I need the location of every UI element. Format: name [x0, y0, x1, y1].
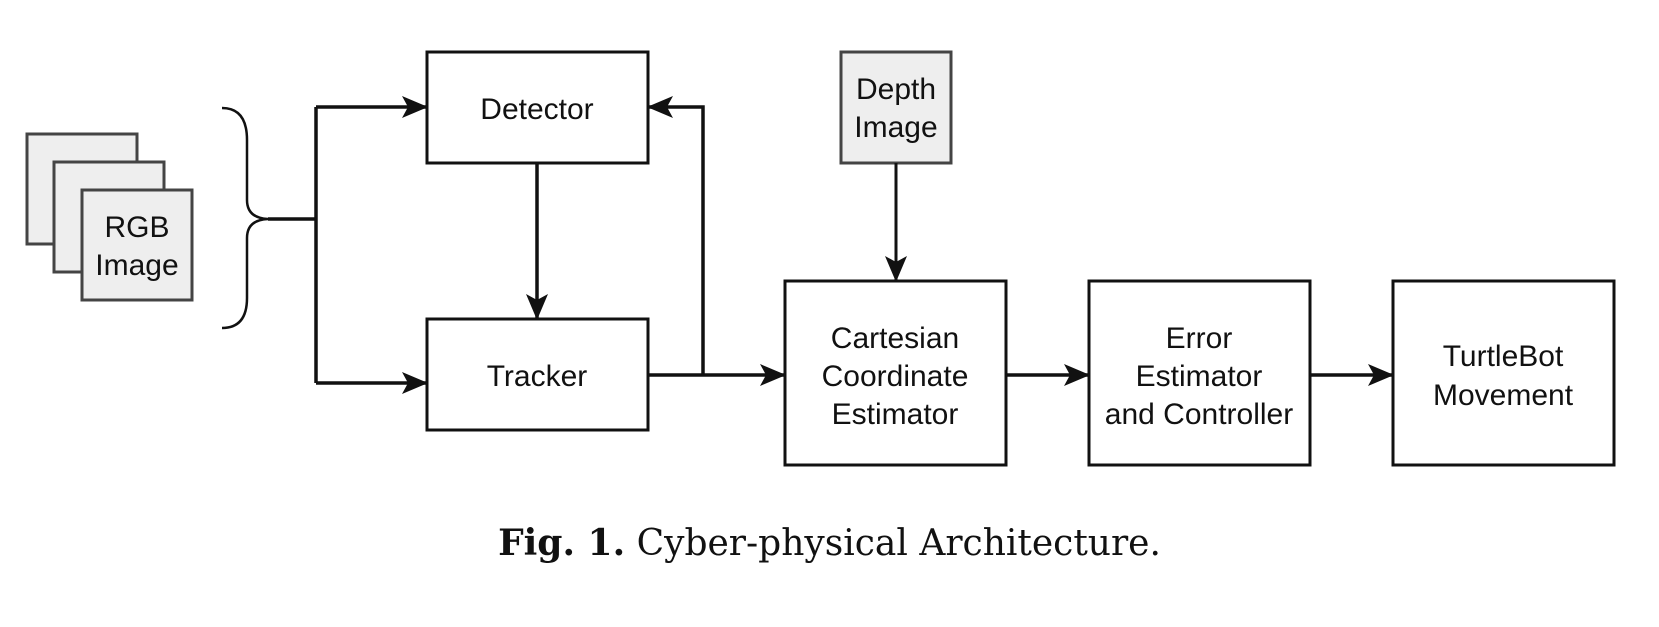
rgb-image-frame-front	[80, 188, 194, 302]
split-connector	[268, 96, 428, 394]
cartesian-label-line3: Estimator	[832, 398, 959, 431]
detector-block: Detector	[425, 50, 650, 165]
rgb-image-label-line2: Image	[95, 249, 178, 282]
turtlebot-block: TurtleBot Movement	[1391, 279, 1616, 467]
depth-image-label-line2: Image	[854, 111, 937, 144]
arrow-feedback-to-detector	[647, 96, 705, 375]
error-label-line1: Error	[1166, 322, 1233, 355]
cartesian-label-line2: Coordinate	[822, 360, 969, 393]
detector-label: Detector	[480, 93, 593, 126]
error-label-line2: Estimator	[1136, 360, 1263, 393]
rgb-image-stack: RGB Image	[25, 132, 194, 302]
tracker-output-connector	[647, 96, 786, 386]
depth-image-block: Depth Image	[839, 50, 953, 165]
turtlebot-label-line1: TurtleBot	[1443, 340, 1564, 373]
tracker-block: Tracker	[425, 317, 650, 432]
tracker-label: Tracker	[487, 360, 588, 393]
figure-caption: Fig. 1. Cyber-physical Architecture.	[0, 522, 1659, 564]
error-label-line3: and Controller	[1105, 398, 1293, 431]
figure-caption-label: Fig. 1.	[498, 522, 626, 564]
grouping-brace	[221, 106, 269, 330]
error-controller-block: Error Estimator and Controller	[1087, 279, 1312, 467]
cartesian-block: Cartesian Coordinate Estimator	[783, 279, 1008, 467]
depth-image-label-line1: Depth	[856, 73, 936, 106]
cartesian-label-line1: Cartesian	[831, 322, 959, 355]
turtlebot-label-line2: Movement	[1433, 379, 1574, 412]
figure-caption-text: Cyber-physical Architecture.	[636, 523, 1161, 564]
rgb-image-label-line1: RGB	[104, 211, 169, 244]
